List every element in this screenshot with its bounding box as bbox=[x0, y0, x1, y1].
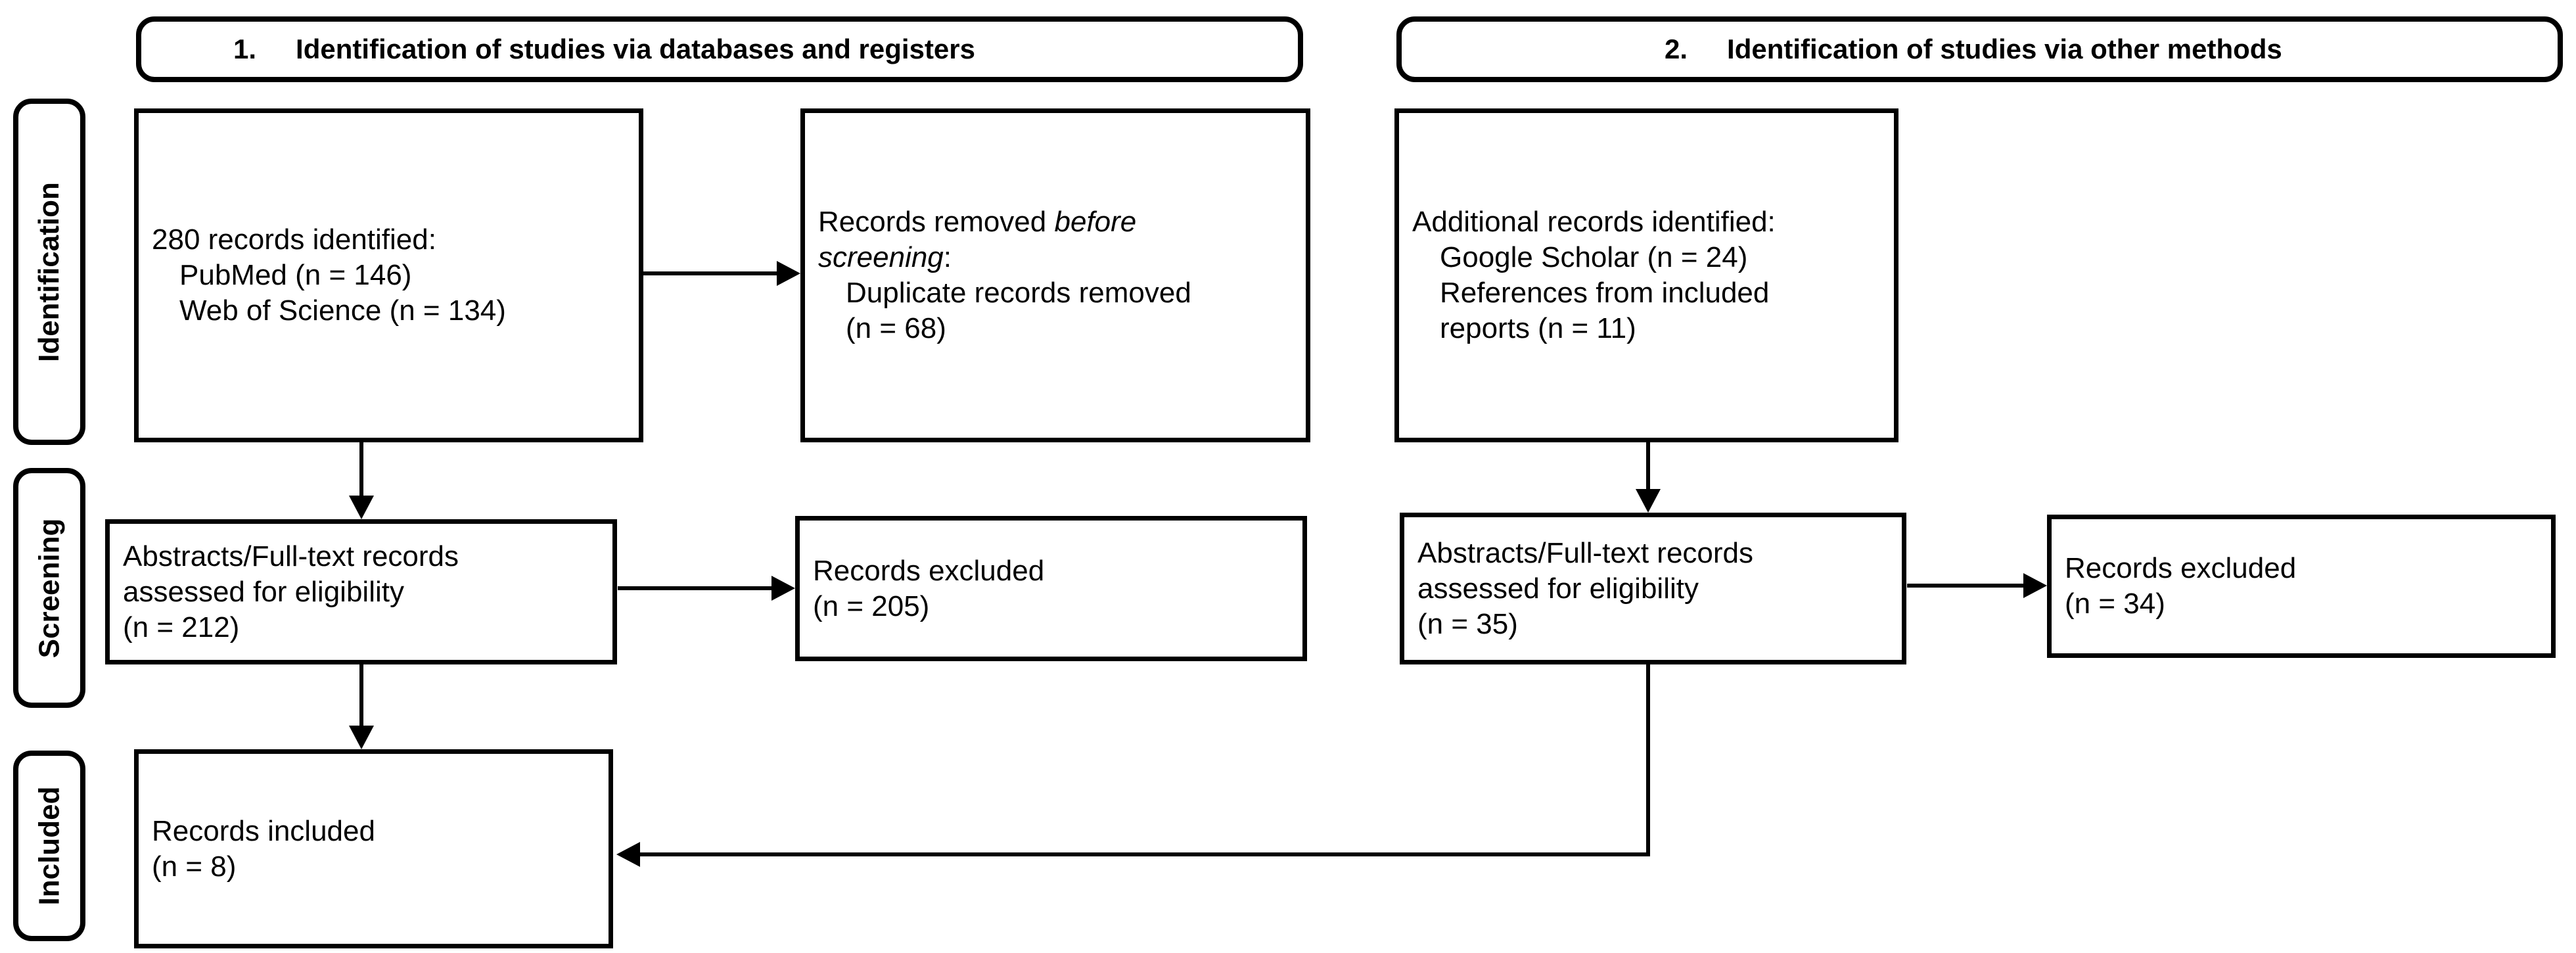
arrow-assessed-to-included-head bbox=[349, 726, 374, 749]
box-line: Records included bbox=[152, 814, 375, 847]
box-line: Duplicate records removed bbox=[846, 277, 1191, 309]
box-line: (n = 205) bbox=[813, 590, 930, 622]
stage-label-identification: Identification bbox=[13, 99, 85, 445]
box-line: (n = 68) bbox=[846, 312, 946, 344]
box-line: Records excluded bbox=[813, 554, 1045, 587]
box-line: (n = 34) bbox=[2065, 588, 2165, 620]
box-line: Google Scholar (n = 24) bbox=[1440, 241, 1748, 273]
box-records-identified: 280 records identified: PubMed (n = 146)… bbox=[134, 108, 643, 442]
box-line: reports (n = 11) bbox=[1440, 312, 1636, 344]
box-line: assessed for eligibility bbox=[123, 575, 404, 608]
arrow-other-to-included-vertical-line bbox=[1646, 664, 1650, 856]
box-line: assessed for eligibility bbox=[1417, 572, 1699, 605]
box-line: Additional records identified: bbox=[1412, 206, 1776, 238]
box-line: Web of Science (n = 134) bbox=[179, 294, 506, 327]
box-assessed-eligibility-databases: Abstracts/Full-text records assessed for… bbox=[105, 519, 617, 664]
box-line: Records removed before bbox=[818, 206, 1137, 238]
arrow-other-to-included-head bbox=[616, 842, 640, 867]
header-databases-registers: 1. Identification of studies via databas… bbox=[136, 16, 1303, 82]
box-records-included: Records included (n = 8) bbox=[134, 749, 613, 948]
box-assessed-eligibility-other: Abstracts/Full-text records assessed for… bbox=[1400, 513, 1906, 664]
arrow-additional-to-assessed-head bbox=[1636, 489, 1661, 513]
arrow-identified-to-assessed-line bbox=[359, 442, 363, 498]
box-line: Records excluded bbox=[2065, 552, 2297, 584]
header-number: 2. bbox=[1665, 34, 1688, 64]
arrow-assessed-to-excluded-databases-line bbox=[618, 586, 773, 590]
arrow-assessed-to-included-line bbox=[359, 664, 363, 727]
box-line: Abstracts/Full-text records bbox=[123, 540, 459, 572]
arrow-identified-to-assessed-head bbox=[349, 496, 374, 519]
header-number: 1. bbox=[233, 34, 257, 64]
arrow-identified-to-removed-head bbox=[777, 261, 800, 286]
box-line: screening: bbox=[818, 241, 952, 273]
stage-label-included: Included bbox=[13, 751, 85, 941]
box-records-removed-before-screening: Records removed before screening: Duplic… bbox=[800, 108, 1310, 442]
box-line: (n = 212) bbox=[123, 611, 240, 643]
box-line: (n = 35) bbox=[1417, 607, 1518, 640]
box-additional-records-identified: Additional records identified: Google Sc… bbox=[1394, 108, 1898, 442]
arrow-identified-to-removed-line bbox=[643, 271, 778, 275]
header-label: Identification of studies via databases … bbox=[296, 34, 975, 64]
box-line: (n = 8) bbox=[152, 850, 237, 883]
box-line: 280 records identified: bbox=[152, 223, 436, 256]
stage-label-screening: Screening bbox=[13, 468, 85, 708]
arrow-other-to-included-horizontal-line bbox=[640, 852, 1650, 856]
box-line: PubMed (n = 146) bbox=[179, 259, 412, 291]
box-records-excluded-databases: Records excluded (n = 205) bbox=[795, 516, 1307, 661]
arrow-assessed-to-excluded-other-line bbox=[1907, 584, 2025, 588]
arrow-assessed-to-excluded-other-head bbox=[2023, 573, 2047, 598]
box-records-excluded-other: Records excluded (n = 34) bbox=[2047, 515, 2556, 658]
arrow-additional-to-assessed-line bbox=[1646, 442, 1650, 491]
box-line: Abstracts/Full-text records bbox=[1417, 536, 1754, 569]
header-label: Identification of studies via other meth… bbox=[1727, 34, 2282, 64]
header-other-methods: 2. Identification of studies via other m… bbox=[1396, 16, 2563, 82]
box-line: References from included bbox=[1440, 277, 1770, 309]
arrow-assessed-to-excluded-databases-head bbox=[771, 576, 795, 601]
